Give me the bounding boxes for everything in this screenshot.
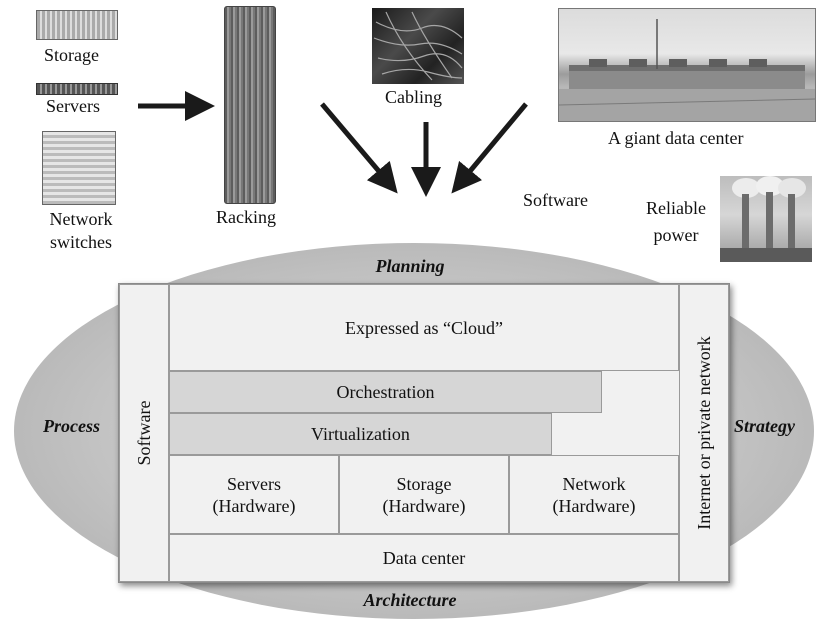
planning-label: Planning — [375, 256, 445, 276]
network-column — [679, 284, 729, 582]
cloud-stack: Software Internet or private network Exp… — [118, 283, 730, 583]
network-hardware-title: Network — [562, 473, 626, 494]
storage-hardware-cell: Storage (Hardware) — [339, 455, 509, 534]
reliable-power-label-2: power — [653, 225, 699, 245]
network-switches-label-1: Network — [49, 209, 113, 229]
cabling-image — [372, 8, 464, 84]
arrows — [138, 91, 528, 197]
storage-label: Storage — [44, 45, 99, 65]
architecture-label: Architecture — [363, 590, 457, 610]
servers-image — [36, 83, 118, 95]
racking-image — [224, 6, 276, 204]
servers-label: Servers — [46, 96, 100, 116]
racking-label: Racking — [216, 207, 276, 227]
strategy-label: Strategy — [734, 416, 795, 436]
network-column-label: Internet or private network — [694, 336, 714, 530]
data-center-layer: Data center — [169, 534, 679, 582]
data-center-label: A giant data center — [608, 128, 744, 148]
software-column-label: Software — [134, 400, 154, 466]
cabling-label: Cabling — [385, 87, 442, 107]
servers-hardware-cell: Servers (Hardware) — [169, 455, 339, 534]
software-column — [119, 284, 169, 582]
storage-hardware-title: Storage — [396, 473, 452, 494]
servers-hardware-sub: (Hardware) — [212, 495, 296, 516]
data-center-photo — [558, 8, 816, 122]
power-plant-photo — [720, 176, 812, 262]
orchestration-layer: Orchestration — [169, 371, 602, 413]
network-hardware-sub: (Hardware) — [552, 495, 636, 516]
reliable-power-label-1: Reliable — [646, 198, 706, 218]
network-switches-label-2: switches — [50, 232, 112, 252]
process-label: Process — [43, 416, 100, 436]
network-hardware-cell: Network (Hardware) — [509, 455, 679, 534]
network-switches-image — [42, 131, 116, 205]
servers-hardware-title: Servers — [227, 473, 281, 494]
storage-hardware-sub: (Hardware) — [382, 495, 466, 516]
left-arrow-to-center — [320, 102, 398, 194]
virtualization-layer: Virtualization — [169, 413, 552, 455]
storage-image — [36, 10, 118, 40]
cloud-layer: Expressed as “Cloud” — [169, 284, 679, 371]
software-label: Software — [523, 190, 588, 210]
right-arrow-to-center — [451, 102, 528, 194]
